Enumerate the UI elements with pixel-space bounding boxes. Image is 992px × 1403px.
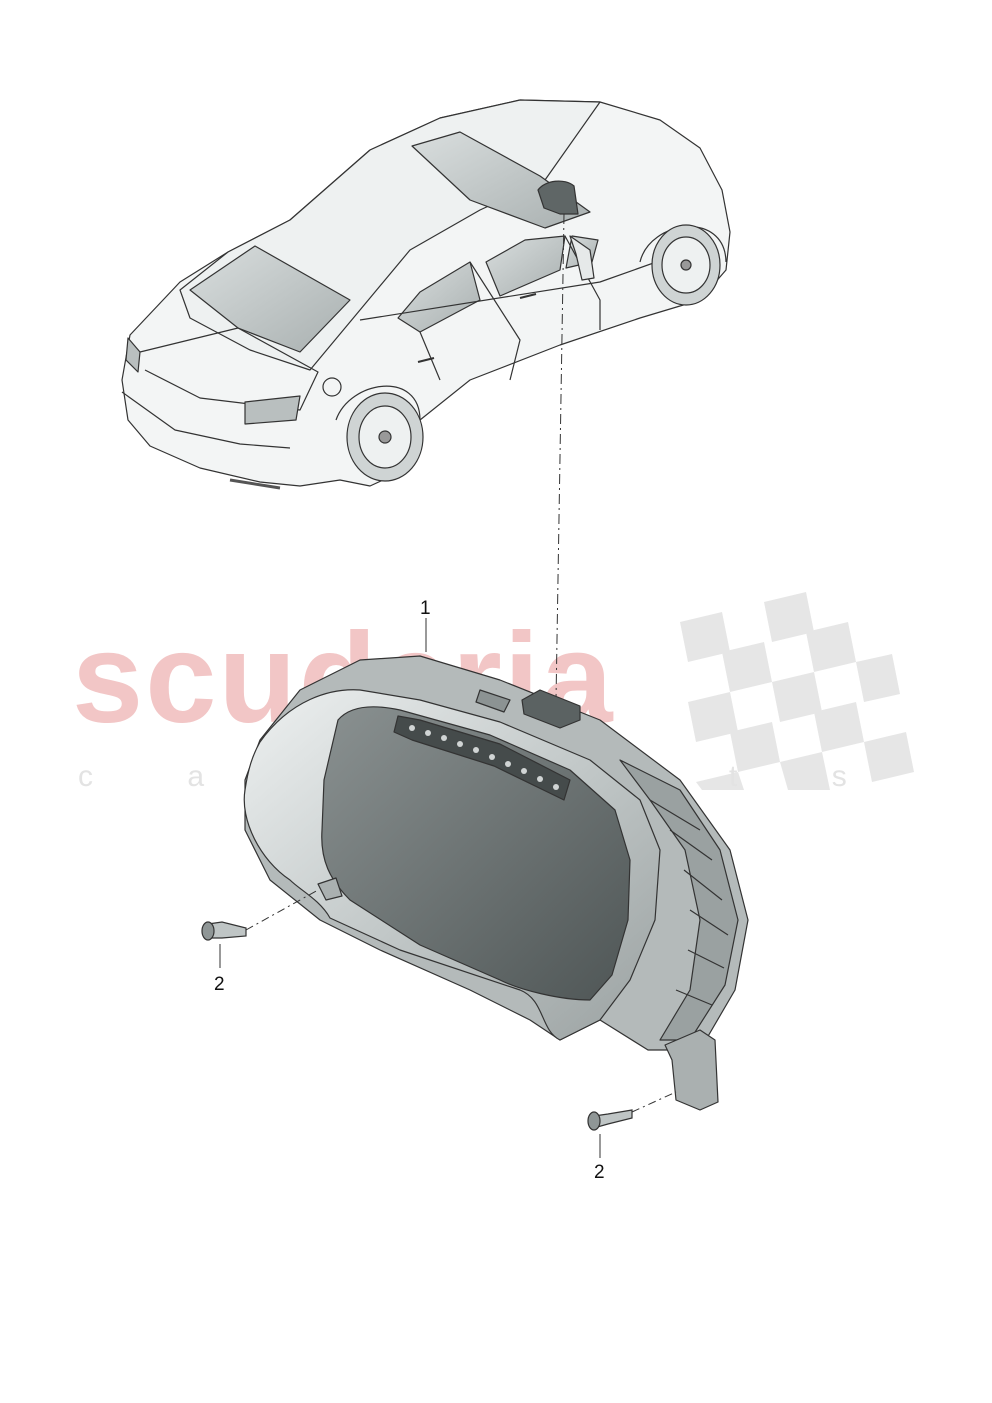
screw-right — [587, 1109, 633, 1131]
callout-part-2-left: 2 — [214, 974, 225, 995]
instrument-cluster — [243, 655, 749, 1111]
checkered-flag-logo — [680, 592, 914, 790]
screw-left-leader — [245, 889, 319, 931]
screw-right-leader — [631, 1091, 677, 1113]
callout-part-2-right: 2 — [594, 1162, 605, 1183]
location-leader-line — [555, 213, 565, 701]
screw-left — [201, 921, 247, 941]
callout-part-1: 1 — [420, 598, 431, 619]
vehicle-illustration — [121, 99, 731, 490]
